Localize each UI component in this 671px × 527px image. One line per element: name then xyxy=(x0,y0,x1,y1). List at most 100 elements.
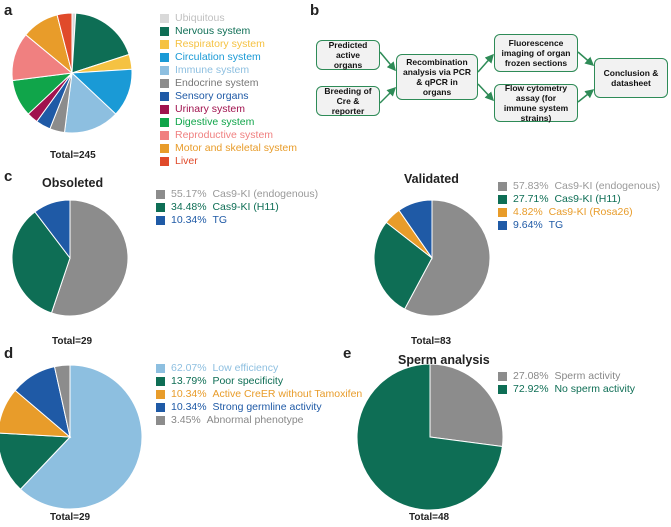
legend-swatch xyxy=(160,131,169,140)
legend-swatch xyxy=(156,364,165,373)
legend-item: 9.64% TG xyxy=(498,219,660,232)
legend-d: 62.07% Low efficiency 13.79% Poor specif… xyxy=(156,362,362,427)
legend-c-left: 55.17% Cas9-KI (endogenous) 34.48% Cas9-… xyxy=(156,188,318,227)
legend-item: Ubiquitous xyxy=(160,12,297,25)
legend-swatch xyxy=(160,105,169,114)
legend-item: Reproductive system xyxy=(160,129,297,142)
legend-percent: 62.07% xyxy=(171,362,207,374)
legend-swatch xyxy=(156,190,165,199)
legend-percent: 3.45% xyxy=(171,414,201,426)
legend-swatch xyxy=(498,385,507,394)
pie-sperm-analysis xyxy=(356,363,504,511)
legend-label: Respiratory system xyxy=(175,38,265,50)
total-label-c-right: Total=83 xyxy=(411,336,452,347)
legend-item: 62.07% Low efficiency xyxy=(156,362,362,375)
panel-label-c: c xyxy=(4,168,13,185)
arrow-predicted-to-recombination xyxy=(379,51,396,72)
legend-swatch xyxy=(160,79,169,88)
legend-item: 55.17% Cas9-KI (endogenous) xyxy=(156,188,318,201)
chart-title-validated: Validated xyxy=(404,172,459,186)
legend-label: Cas9-KI (H11) xyxy=(554,193,621,205)
legend-label: Reproductive system xyxy=(175,129,274,141)
total-label-a: Total=245 xyxy=(50,150,96,161)
legend-item: 10.34% TG xyxy=(156,214,318,227)
legend-swatch xyxy=(156,403,165,412)
legend-percent: 10.34% xyxy=(171,388,207,400)
legend-label: TG xyxy=(548,219,564,231)
legend-percent: 27.71% xyxy=(513,193,549,205)
flowchart-arrows xyxy=(379,51,595,104)
legend-label: Abnormal phenotype xyxy=(206,414,304,426)
legend-label: Cas9-KI (H11) xyxy=(212,201,279,213)
pie-slice-tg xyxy=(34,199,71,260)
pie-slice-no-sperm-activity xyxy=(356,363,503,511)
flow-box-breeding: Breeding of Cre & reporter xyxy=(316,86,380,116)
legend-label: Motor and skeletal system xyxy=(175,142,297,154)
legend-item: 27.71% Cas9-KI (H11) xyxy=(498,193,660,206)
legend-label: Cas9-KI (endogenous) xyxy=(554,180,661,192)
legend-item: Sensory organs xyxy=(160,90,297,103)
arrow-recombination-to-flow xyxy=(477,83,495,102)
legend-percent: 10.34% xyxy=(171,214,207,226)
legend-label: Digestive system xyxy=(175,116,255,128)
arrow-fluorescence-to-conclusion xyxy=(577,51,595,66)
total-label-e: Total=48 xyxy=(409,512,450,523)
legend-label: Strong germline activity xyxy=(212,401,322,413)
legend-swatch xyxy=(160,40,169,49)
legend-item: Motor and skeletal system xyxy=(160,142,297,155)
legend-label: Ubiquitous xyxy=(175,12,225,24)
legend-label: Poor specificity xyxy=(212,375,284,387)
legend-label: Low efficiency xyxy=(212,362,279,374)
legend-item: Respiratory system xyxy=(160,38,297,51)
legend-item: Endocrine system xyxy=(160,77,297,90)
legend-label: TG xyxy=(212,214,228,226)
panel-label-a: a xyxy=(4,2,13,19)
legend-swatch xyxy=(498,372,507,381)
legend-label: Sperm activity xyxy=(554,370,621,382)
pie-slice-low-efficiency xyxy=(19,364,143,510)
legend-swatch xyxy=(160,53,169,62)
legend-label: No sperm activity xyxy=(554,383,635,395)
panel-label-d: d xyxy=(4,345,14,362)
pie-organs xyxy=(11,12,133,134)
pie-slice-cas9-ki-h11 xyxy=(373,221,433,310)
legend-percent: 10.34% xyxy=(171,401,207,413)
pie-slice-abnormal-phenotype xyxy=(53,364,71,438)
pie-validated xyxy=(373,199,491,317)
legend-percent: 72.92% xyxy=(513,383,549,395)
total-label-c-left: Total=29 xyxy=(52,336,93,347)
legend-item: Immune system xyxy=(160,64,297,77)
legend-a: Ubiquitous Nervous system Respiratory sy… xyxy=(160,12,297,168)
legend-item: 10.34% Strong germline activity xyxy=(156,401,362,414)
legend-item: Liver xyxy=(160,155,297,168)
pie-slice-poor-specificity xyxy=(0,432,72,490)
legend-item: Urinary system xyxy=(160,103,297,116)
chart-title-sperm-analysis: Sperm analysis xyxy=(398,353,490,367)
legend-label: Cas9-KI (endogenous) xyxy=(212,188,319,200)
legend-e: 27.08% Sperm activity 72.92% No sperm ac… xyxy=(498,370,635,396)
legend-item: Circulation system xyxy=(160,51,297,64)
legend-swatch xyxy=(498,208,507,217)
panel-label-b: b xyxy=(310,2,320,19)
legend-item: 34.48% Cas9-KI (H11) xyxy=(156,201,318,214)
legend-item: Nervous system xyxy=(160,25,297,38)
pie-slice-tg xyxy=(398,199,433,260)
legend-label: Nervous system xyxy=(175,25,251,37)
pie-failure-reasons xyxy=(0,364,143,510)
legend-label: Cas9-KI (Rosa26) xyxy=(548,206,633,218)
legend-label: Circulation system xyxy=(175,51,261,63)
pie-slice-immune-system xyxy=(63,71,117,134)
legend-swatch xyxy=(156,216,165,225)
legend-label: Endocrine system xyxy=(175,77,259,89)
legend-swatch xyxy=(498,195,507,204)
legend-label: Sensory organs xyxy=(175,90,249,102)
legend-swatch xyxy=(160,118,169,127)
legend-percent: 4.82% xyxy=(513,206,543,218)
legend-item: 10.34% Active CreER without Tamoxifen xyxy=(156,388,362,401)
flow-box-predicted: Predicted active organs xyxy=(316,40,380,70)
flow-box-flow-cytometry: Flow cytometry assay (for immune system … xyxy=(494,83,578,123)
legend-swatch xyxy=(498,182,507,191)
legend-swatch xyxy=(160,27,169,36)
pie-slice-liver xyxy=(56,12,73,74)
legend-percent: 9.64% xyxy=(513,219,543,231)
